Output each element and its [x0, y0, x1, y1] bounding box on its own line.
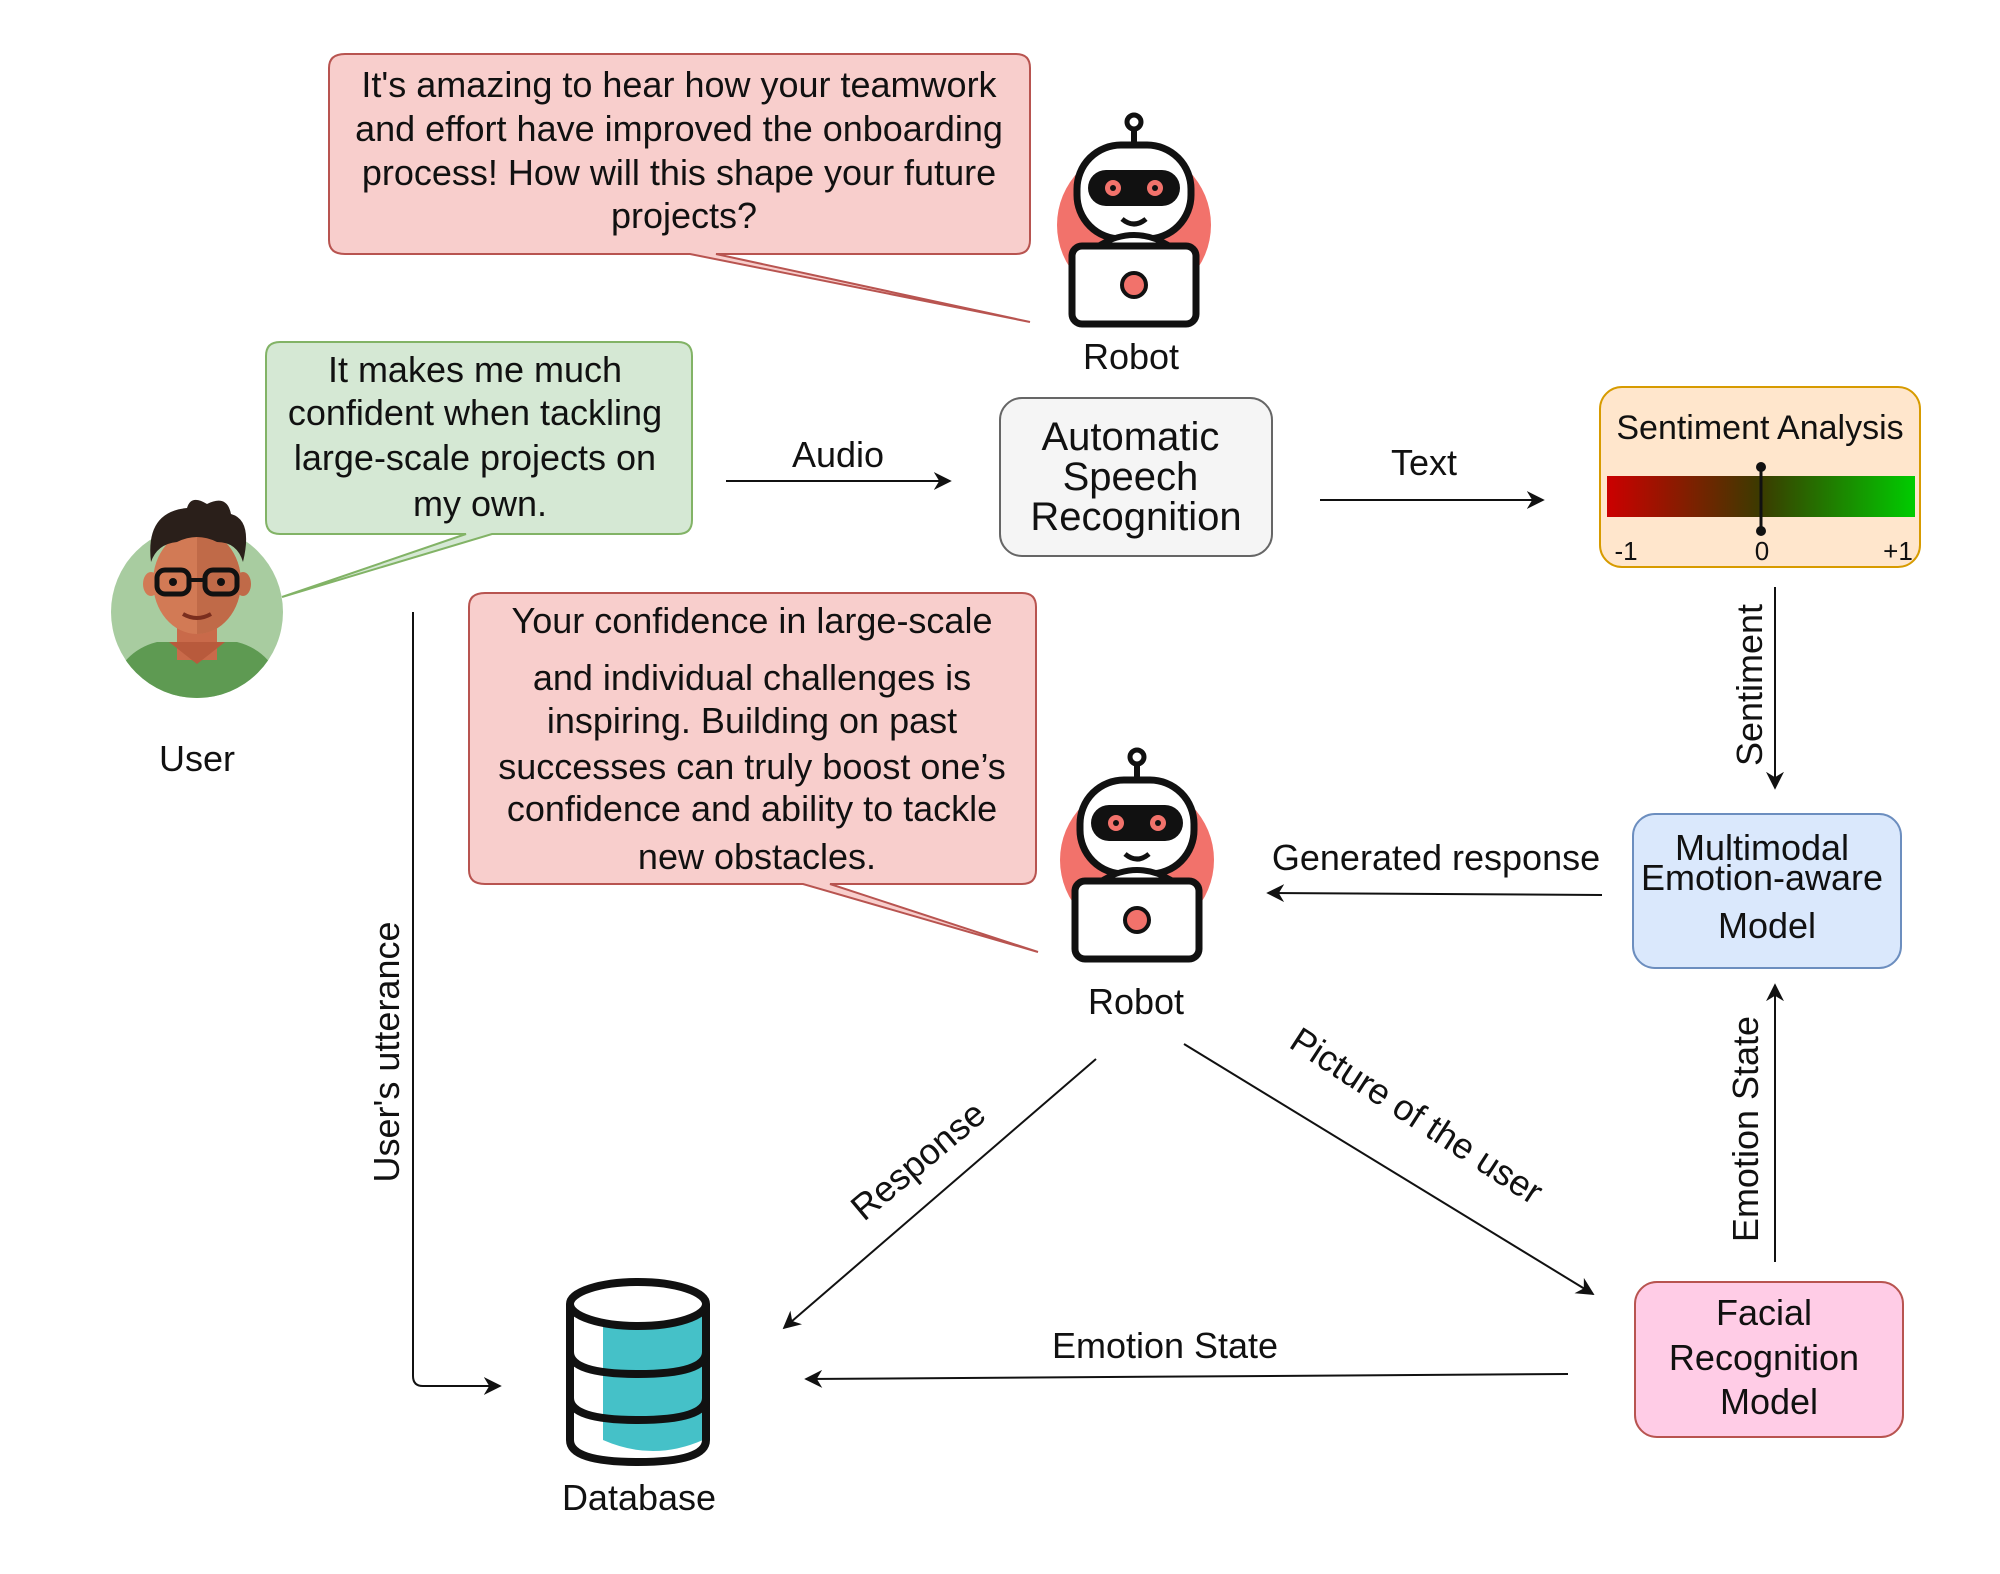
- edge-utterance-arrow: [412, 612, 502, 1395]
- edge-emotion-db-label: Emotion State: [1052, 1325, 1278, 1366]
- edge-utterance-label: User's utterance: [366, 922, 407, 1183]
- edge-emotion-db-arrow: [804, 1369, 1569, 1388]
- sentiment-title: Sentiment Analysis: [1616, 409, 1903, 447]
- robot-top-icon: [1057, 112, 1211, 328]
- edge-response-arrow: [782, 1058, 1097, 1330]
- robot-mid-bubble-shape: [468, 592, 1039, 953]
- robot-top-speech-bubble: It's amazing to hear how your teamwork a…: [328, 53, 1031, 323]
- multimodal-label: Multimodal Emotion-aware Model: [1641, 827, 1893, 946]
- scale-mid-label: 0: [1755, 536, 1769, 566]
- user-avatar-icon: [111, 499, 283, 698]
- multimodal-model-node: Multimodal Emotion-aware Model: [1632, 813, 1902, 969]
- edge-response-label: Response: [843, 1093, 994, 1229]
- user-label: User: [159, 738, 235, 779]
- user-speech-bubble: It makes me much confident when tackling…: [265, 341, 693, 598]
- edge-text-label: Text: [1391, 442, 1457, 483]
- database-icon: [566, 1278, 710, 1467]
- edge-picture-label: Picture of the user: [1283, 1019, 1550, 1213]
- edge-generated-label: Generated response: [1272, 837, 1600, 878]
- edge-picture-arrow: [1183, 1043, 1595, 1295]
- asr-node: Automatic Speech Recognition: [999, 397, 1273, 557]
- robot-mid-speech-bubble: Your confidence in large-scale and indiv…: [468, 592, 1039, 953]
- robot-top-bubble-text: It's amazing to hear how your teamwork a…: [355, 64, 1013, 236]
- scale-min-label: -1: [1614, 536, 1637, 566]
- edge-generated-arrow: [1266, 884, 1603, 903]
- asr-label: Automatic Speech Recognition: [1030, 415, 1241, 539]
- facial-recognition-node: Facial Recognition Model: [1634, 1281, 1904, 1438]
- edge-audio-label: Audio: [792, 434, 884, 475]
- sentiment-needle-top: [1756, 462, 1766, 472]
- facial-label: Facial Recognition Model: [1669, 1292, 1869, 1422]
- scale-max-label: +1: [1883, 536, 1913, 566]
- user-bubble-shape: [265, 341, 693, 598]
- robot-top-label: Robot: [1083, 336, 1179, 377]
- user-bubble-text: It makes me much confident when tackling…: [288, 349, 672, 524]
- sentiment-needle-bottom: [1756, 526, 1766, 536]
- robot-mid-label: Robot: [1088, 981, 1184, 1022]
- edge-emotion-up-label: Emotion State: [1725, 1016, 1766, 1242]
- robot-top-bubble-shape: [328, 53, 1031, 323]
- robot-mid-icon: [1060, 747, 1214, 963]
- edge-sentiment-label: Sentiment: [1729, 604, 1770, 766]
- database-label: Database: [562, 1477, 716, 1518]
- robot-mid-bubble-text: Your confidence in large-scale and indiv…: [498, 600, 1016, 877]
- sentiment-analysis-node: Sentiment Analysis -1 0 +1: [1599, 386, 1921, 568]
